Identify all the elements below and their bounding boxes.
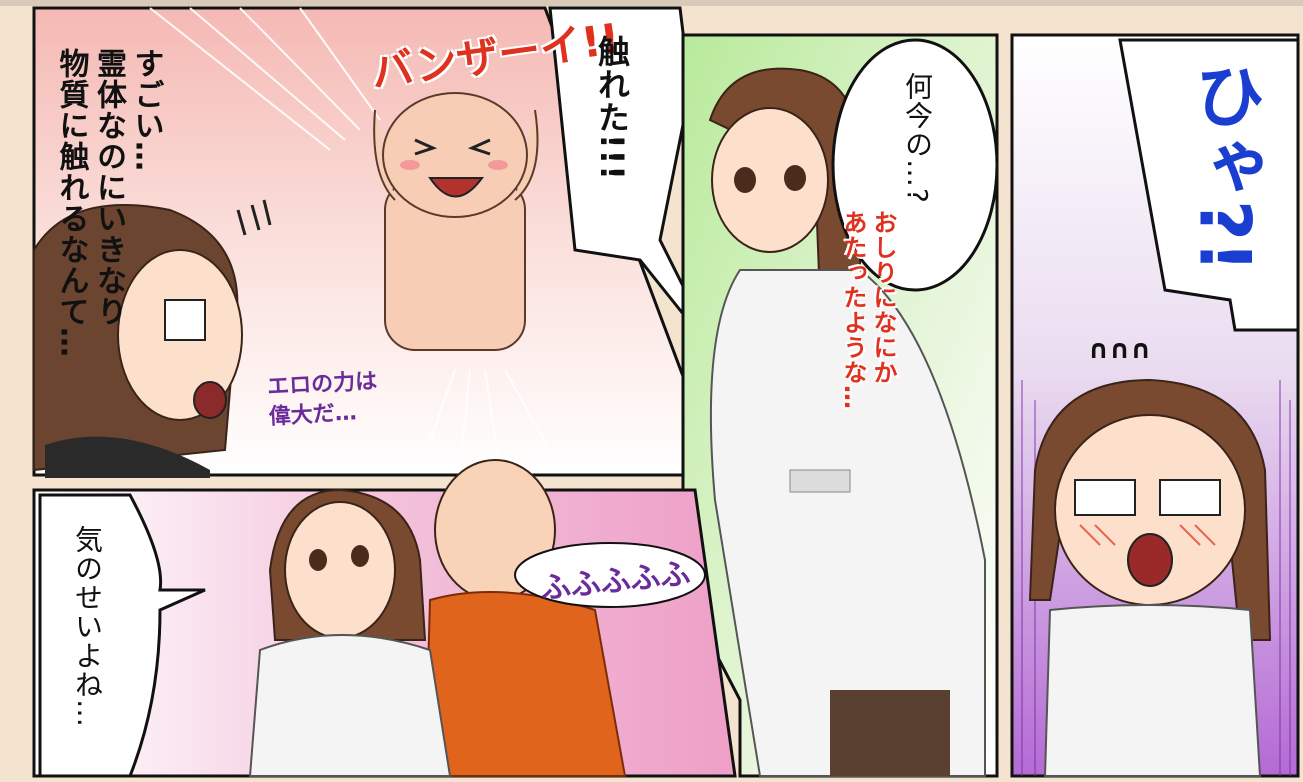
panel-middle	[681, 33, 999, 778]
handwritten-line-1: おしりになにか	[869, 210, 897, 385]
narration-line-3: 物質に触れるなんて…	[53, 48, 89, 358]
touched-char-1: 触	[593, 35, 631, 68]
speech-bubble-giggle	[514, 542, 706, 608]
whisper-line-2: 偉大だ…	[268, 399, 358, 430]
mind-line-1: 気のせいよね…	[71, 525, 104, 728]
nurse-character-bottom	[248, 488, 452, 777]
touched-char-4: !!!	[593, 134, 631, 181]
handwritten-line-2: あたったような…	[839, 210, 867, 410]
sfx-hya: ひゃ?!	[1183, 60, 1266, 273]
bubble-mind-text: 気のせいよね…	[70, 525, 105, 765]
speech-bubble-hya	[1118, 38, 1300, 332]
panel-top-left	[32, 6, 723, 478]
touched-char-3: た	[593, 101, 631, 134]
sfx-small: ∩∩∩	[1088, 335, 1152, 365]
nurse-character	[708, 67, 986, 777]
panel-right	[1010, 33, 1300, 778]
what-line-1: 何今の…?	[901, 72, 934, 204]
whisper-line-1: エロの力は	[266, 369, 378, 400]
speech-bubble-mind	[38, 493, 206, 778]
narration-line-1: すごい…	[128, 48, 164, 172]
girl-character-right	[1028, 378, 1272, 777]
panel-bottom-left	[32, 459, 737, 778]
bubble-what-text: 何今の…?	[900, 72, 935, 272]
girl-character-left	[33, 204, 243, 478]
narration-line-2: 霊体なのにいきなり	[91, 48, 126, 327]
ghost-character	[373, 92, 539, 351]
handwritten-text: おしりになにか あたったような…	[838, 210, 898, 410]
bubble-touched-text: 触れた!!!	[592, 35, 632, 181]
whisper-text: エロの力は 偉大だ…	[267, 367, 380, 432]
narration-amazing: すごい… 霊体なのにいきなり 物質に触れるなんて…	[52, 48, 165, 408]
touched-char-2: れ	[593, 68, 631, 101]
speech-bubble-what	[831, 38, 999, 292]
